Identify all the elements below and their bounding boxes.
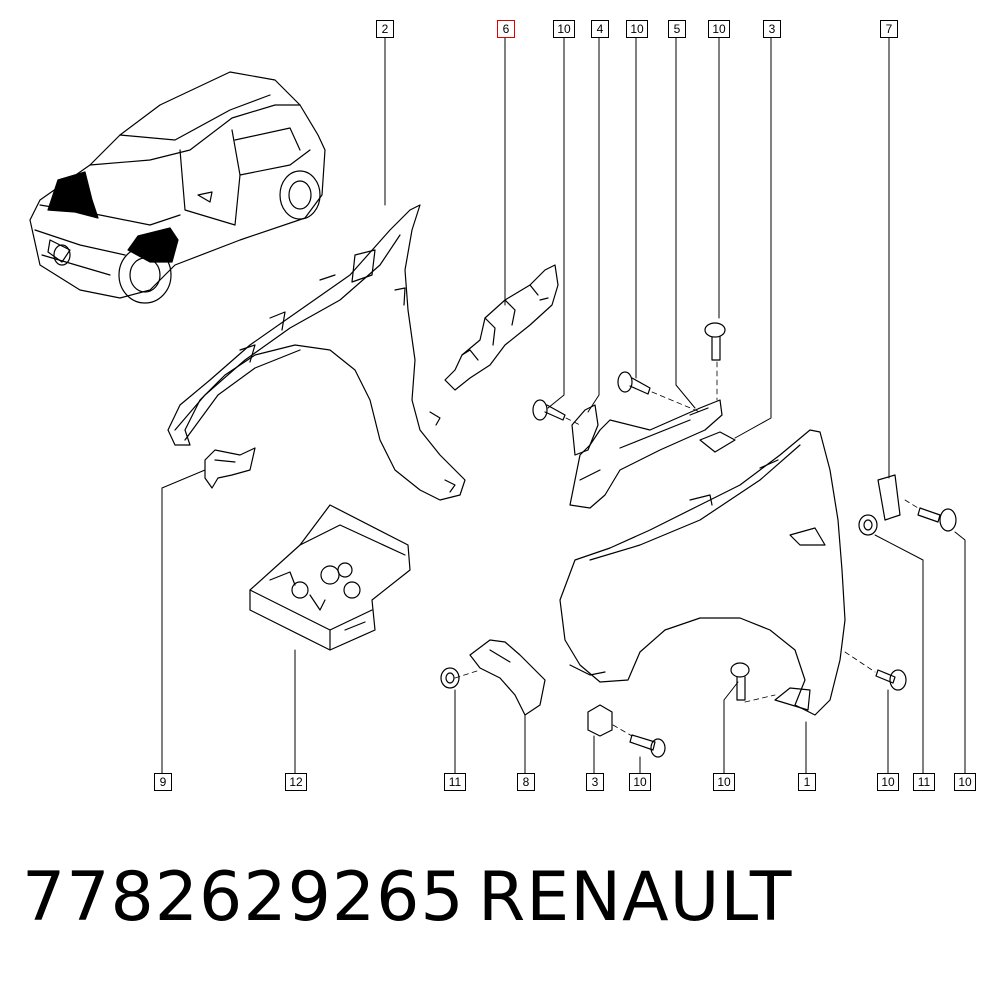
wheel-arch-liner bbox=[167, 204, 466, 501]
callout-label: 10 bbox=[626, 20, 648, 38]
alignment-dashes bbox=[454, 361, 919, 737]
fixing-kit-box bbox=[249, 504, 411, 651]
callout-label: 2 bbox=[376, 20, 394, 38]
callout-label: 4 bbox=[591, 20, 609, 38]
clip-part-3 bbox=[587, 704, 613, 737]
callout-label: 10 bbox=[713, 773, 735, 791]
front-fender-panel bbox=[559, 429, 846, 716]
callout-label: 10 bbox=[954, 773, 976, 791]
callout-label: 10 bbox=[629, 773, 651, 791]
bolt-a bbox=[704, 322, 726, 361]
bolt-b bbox=[617, 371, 651, 395]
callout-label: 12 bbox=[285, 773, 307, 791]
callout-label: 1 bbox=[798, 773, 816, 791]
callout-label: 5 bbox=[668, 20, 686, 38]
callout-label: 11 bbox=[444, 773, 466, 791]
caption: 7782629265 RENAULT bbox=[22, 858, 982, 948]
callout-label: 10 bbox=[877, 773, 899, 791]
leader-lines bbox=[161, 36, 966, 774]
fender-bracket-part-6 bbox=[444, 264, 559, 391]
lower-bracket-part-8 bbox=[469, 639, 546, 716]
callout-label: 11 bbox=[913, 773, 935, 791]
exploded-parts-diagram bbox=[29, 36, 966, 774]
vehicle-overview-illustration bbox=[29, 71, 326, 304]
clip-part-7 bbox=[877, 474, 901, 521]
callout-label: 9 bbox=[154, 773, 172, 791]
callout-label-highlighted: 6 bbox=[497, 20, 515, 38]
bolts bbox=[532, 322, 957, 758]
bolt-f bbox=[875, 669, 907, 691]
callout-label: 8 bbox=[517, 773, 535, 791]
callout-label: 10 bbox=[708, 20, 730, 38]
part-number: 7782629265 bbox=[22, 858, 465, 937]
bolt-e bbox=[629, 734, 666, 758]
callout-label: 3 bbox=[763, 20, 781, 38]
callout-label: 10 bbox=[553, 20, 575, 38]
bolt-g bbox=[917, 507, 957, 532]
callout-label: 3 bbox=[586, 773, 604, 791]
brand-name: RENAULT bbox=[478, 858, 793, 937]
clip-part-9 bbox=[204, 447, 256, 489]
bolt-d bbox=[730, 662, 750, 701]
bolt-c bbox=[532, 399, 566, 421]
nuts bbox=[440, 514, 878, 689]
upper-support-bracket bbox=[569, 399, 736, 509]
callout-label: 7 bbox=[880, 20, 898, 38]
